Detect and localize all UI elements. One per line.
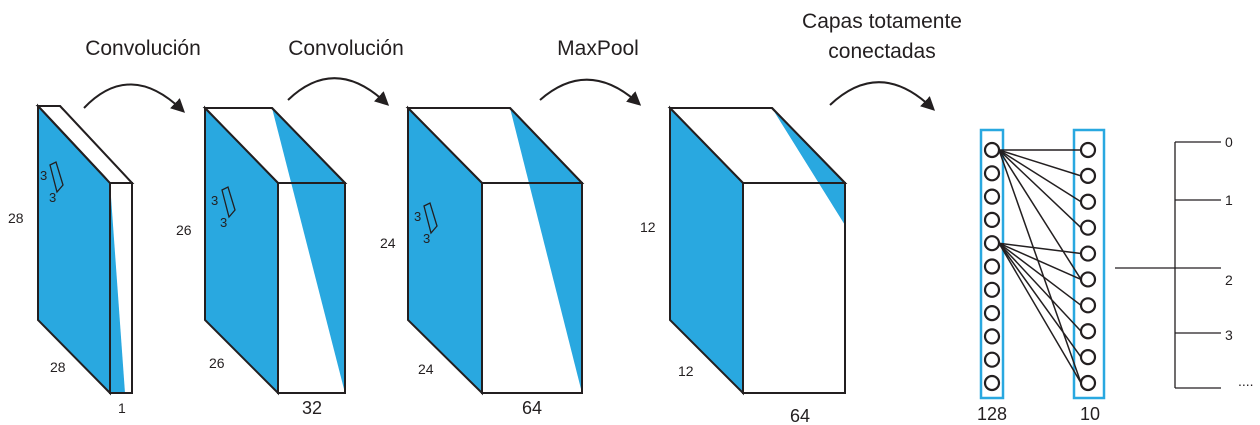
neuron <box>983 211 1001 228</box>
volume-width-label: 26 <box>209 355 225 371</box>
op-label-maxpool: MaxPool <box>557 37 639 60</box>
connection-line <box>998 149 1082 203</box>
neuron <box>983 188 1001 205</box>
curved-arrow-icon <box>287 77 390 106</box>
neuron <box>1079 219 1097 236</box>
neuron <box>983 141 1001 159</box>
kernel-height-label: 3 <box>414 209 421 224</box>
neuron <box>983 281 1001 298</box>
neuron <box>1079 141 1097 159</box>
volume-height-label: 12 <box>640 219 656 235</box>
curved-arrow-icon <box>539 78 642 106</box>
volume-maxpool <box>667 105 848 396</box>
volume-height-label: 24 <box>380 235 396 251</box>
neuron <box>1079 193 1097 210</box>
connection-line <box>998 242 1082 281</box>
volume-depth-label: 64 <box>522 398 542 418</box>
volume-height-label: 26 <box>176 222 192 238</box>
volume-conv2 <box>405 105 585 396</box>
output-label: 3 <box>1225 327 1233 343</box>
connection-line <box>998 149 1082 177</box>
volume-conv1 <box>202 105 348 396</box>
connection-line <box>998 149 1082 384</box>
volume-width-label: 24 <box>418 361 434 377</box>
op-label-convolution-2: Convolución <box>288 37 404 60</box>
output-tree <box>1115 141 1221 389</box>
output-label: .... <box>1238 373 1254 389</box>
volume-depth-label: 1 <box>118 400 126 416</box>
neuron <box>1079 271 1097 288</box>
neuron <box>1079 374 1097 392</box>
output-label: 0 <box>1225 134 1233 150</box>
neuron <box>1079 349 1097 366</box>
neuron <box>1079 245 1097 262</box>
dense-layer-10-box <box>1072 128 1106 400</box>
volume-depth-label: 64 <box>790 406 810 425</box>
kernel-width-label: 3 <box>49 190 56 205</box>
dense-layer-10-label: 10 <box>1080 404 1100 424</box>
neuron <box>1079 167 1097 184</box>
neuron <box>983 235 1001 252</box>
neuron <box>983 328 1001 345</box>
op-label-fc-line2: conectadas <box>828 40 935 63</box>
dense-connections <box>998 149 1082 384</box>
volume-height-label: 28 <box>8 210 24 226</box>
connection-line <box>998 242 1082 384</box>
connection-line <box>998 149 1082 229</box>
kernel-width-label: 3 <box>423 231 430 246</box>
dense-layer-128-neurons <box>983 141 1001 392</box>
volume-width-label: 12 <box>678 363 694 379</box>
neuron <box>983 351 1001 368</box>
kernel-box <box>49 161 64 194</box>
kernel-box <box>221 186 236 219</box>
curved-arrow-icon <box>829 81 936 111</box>
dense-layer-10-neurons <box>1079 141 1097 392</box>
dense-layer-128-box <box>979 128 1005 400</box>
connection-line <box>998 149 1082 280</box>
dense-layer-128-label: 128 <box>977 404 1007 424</box>
connection-line <box>998 242 1082 255</box>
op-label-fc-line1: Capas totamente <box>802 10 962 33</box>
output-label: 1 <box>1225 192 1233 208</box>
output-label: 2 <box>1225 272 1233 288</box>
volume-depth-label: 32 <box>302 398 322 418</box>
kernel-height-label: 3 <box>40 168 47 183</box>
neuron <box>983 258 1001 275</box>
kernel-box <box>423 202 438 235</box>
connection-line <box>998 242 1082 332</box>
kernel-width-label: 3 <box>220 215 227 230</box>
neuron <box>983 374 1001 392</box>
connection-line <box>998 242 1082 358</box>
op-label-convolution-1: Convolución <box>85 37 201 60</box>
curved-arrow-icon <box>83 83 186 113</box>
connection-line <box>998 242 1082 306</box>
neuron <box>983 165 1001 182</box>
volume-input <box>35 103 135 396</box>
neuron <box>983 305 1001 322</box>
neuron <box>1079 297 1097 314</box>
volume-width-label: 28 <box>50 359 66 375</box>
kernel-height-label: 3 <box>211 193 218 208</box>
neuron <box>1079 323 1097 340</box>
